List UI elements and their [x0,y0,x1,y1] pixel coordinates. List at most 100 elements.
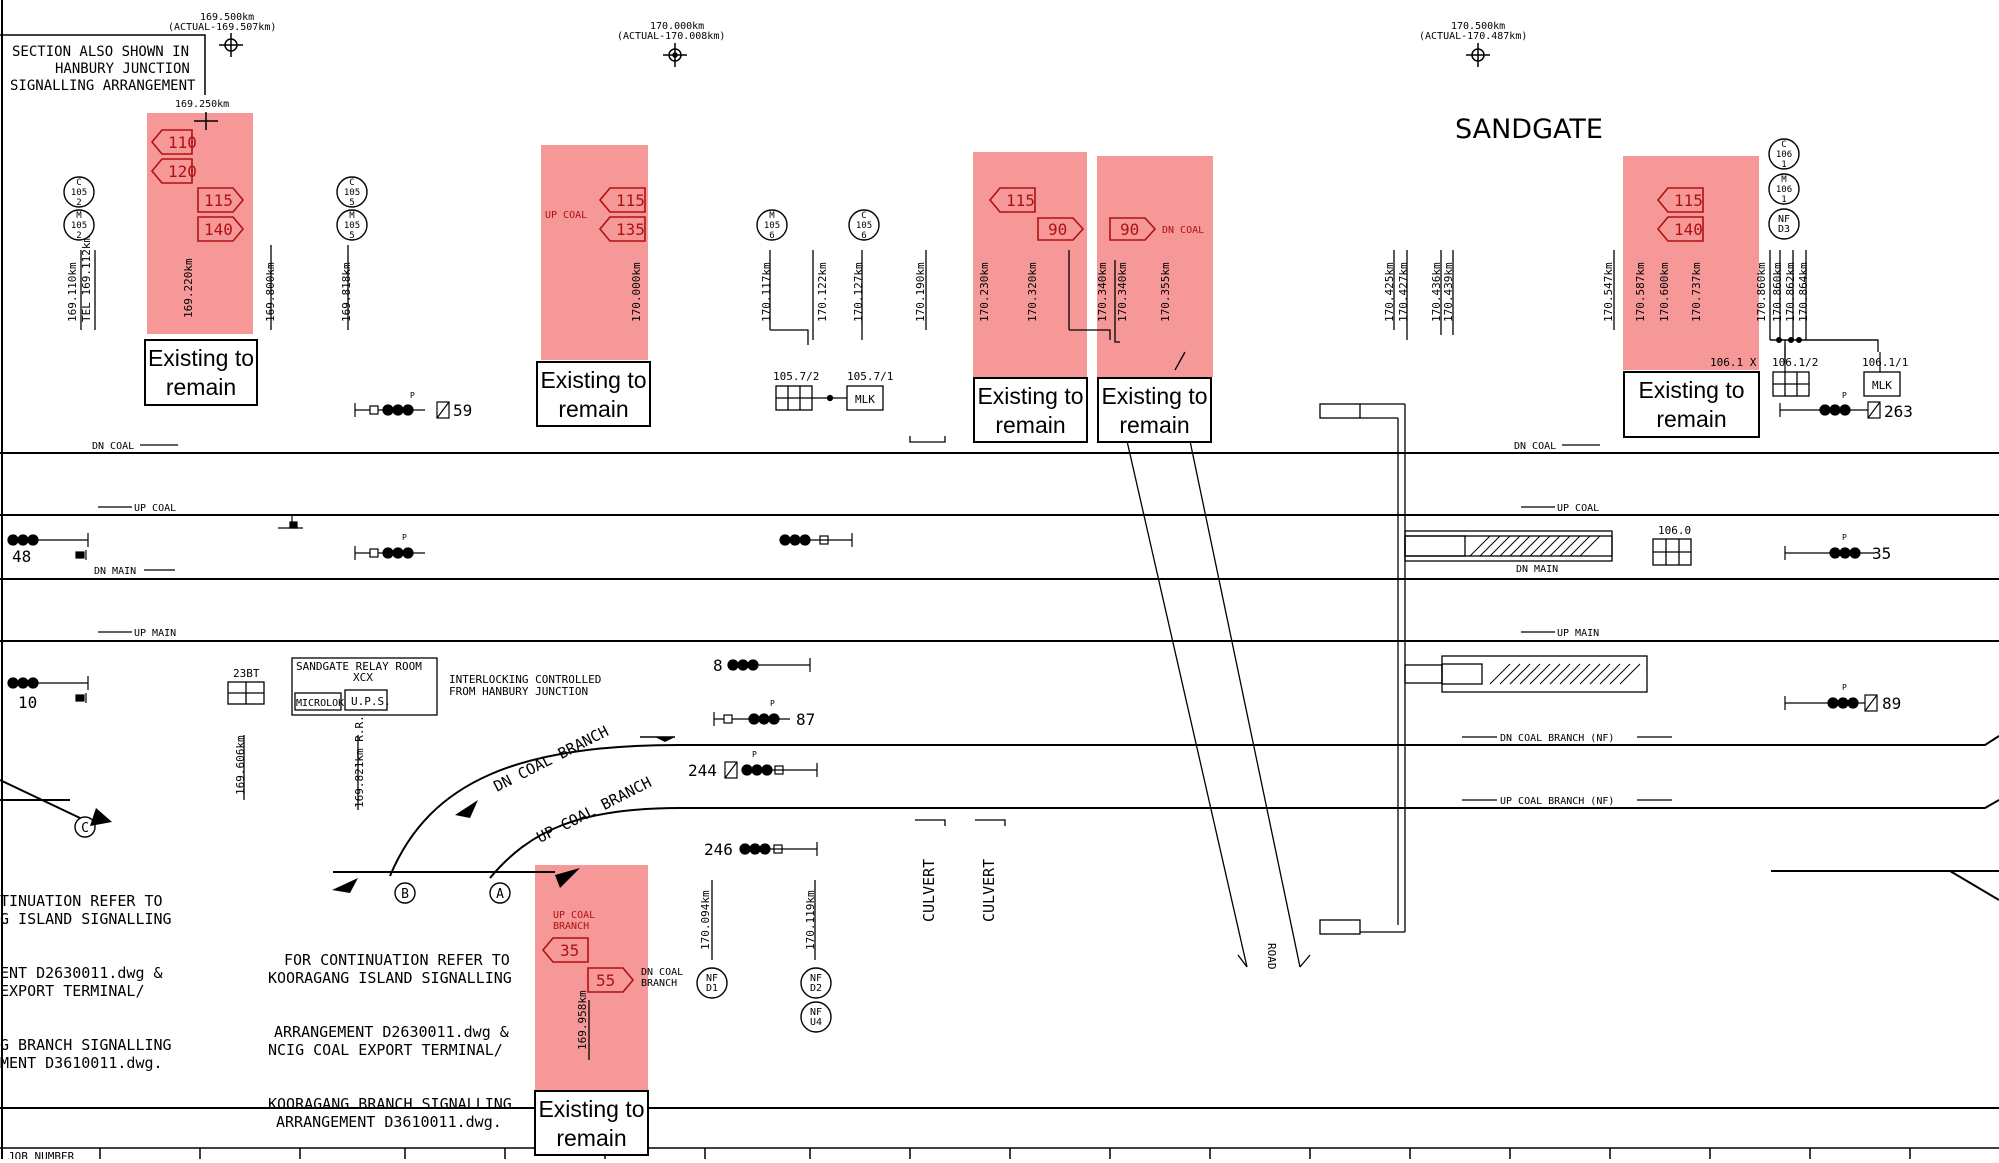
speed-115-c: 115 [1006,191,1035,210]
label-up-coal-branch-nf: UP COAL BRANCH (NF) [1500,796,1614,807]
km-post-label: 170.000km [630,262,643,322]
km-post-label: 170.230km [978,262,991,322]
speed-115-d: 115 [1674,191,1703,210]
km-post-label: 170.340km [1096,262,1109,322]
section-note-line-3: SIGNALLING ARRANGEMENT [10,78,196,94]
signal-246 [739,842,818,856]
svg-text:P: P [1842,533,1847,542]
svg-text:C: C [76,178,81,188]
junction-marker-b: B [394,882,416,904]
interlocking-note-2: FROM HANBURY JUNCTION [449,685,588,698]
svg-text:P: P [410,391,415,400]
up-coal-branch-board-2: BRANCH [553,921,589,932]
relay-room-title: SANDGATE RELAY ROOM [296,660,422,673]
svg-text:6: 6 [769,231,774,241]
dn-coal-branch-board-2: BRANCH [641,978,677,989]
branch-arrowheads [90,732,675,893]
up-coal-branch-board-1: UP COAL [553,910,595,921]
label-up-main-1: UP MAIN [134,628,176,639]
km-mark-3: 170.500km [1451,21,1505,32]
speed-120: 120 [168,162,197,181]
loc-106-1-2: 106.1/2 [1772,356,1818,369]
svg-text:106: 106 [1776,150,1792,160]
signal-263 [1779,401,1881,419]
x-106-1: 106.1 X [1710,356,1757,369]
signal-label-244: 244 [688,761,717,780]
km-post-label: 169.958km [576,990,589,1050]
signal-label-48: 48 [12,547,31,566]
svg-text:M: M [349,211,355,221]
signal-p-marks: P P P P P P P [402,391,1847,759]
svg-text:5: 5 [349,231,354,241]
km-post-label: 170.427km [1397,262,1410,322]
km-169-250: 169.250km [175,99,229,110]
svg-text:C: C [861,211,866,221]
km-post-label: 170.600km [1658,262,1671,322]
road-label: ROAD [1265,943,1278,970]
svg-text:NF: NF [810,973,822,984]
svg-text:NF: NF [1778,214,1790,225]
signal-10 [7,676,89,703]
svg-text:2: 2 [76,231,81,241]
speed-140-a: 140 [204,220,233,239]
km-mark-1-actual: (ACTUAL-169.507km) [168,22,276,33]
km-post-label: 169.818km [340,262,353,322]
svg-text:M: M [1781,175,1787,185]
svg-text:P: P [770,699,775,708]
svg-text:U4: U4 [810,1017,822,1028]
signal-label-8: 8 [713,656,723,675]
km-post-label: 170.439km [1442,262,1455,322]
km-post-label: 170.860km [1771,262,1784,322]
speed-35: 35 [560,941,579,960]
signal-8 [727,658,811,672]
km-post-label: 170.127km [852,262,865,322]
km-post-label: 170.355km [1159,262,1172,322]
speed-140-b: 140 [1674,220,1703,239]
speed-110: 110 [168,133,197,152]
signal-heads [7,401,1881,856]
label-up-coal-2: UP COAL [1557,503,1599,514]
speed-55: 55 [596,971,615,990]
relay-room-code: XCX [353,671,373,684]
signal-label-35: 35 [1872,544,1891,563]
loc-105-7-2: 105.7/2 [773,370,819,383]
highlight-region-6 [535,865,648,1094]
culvert-1: CULVERT [920,859,938,922]
km-post-label: 170.587km [1634,262,1647,322]
highlight-region-3 [973,152,1087,377]
signal-mid-up-coal [354,546,425,560]
label-dn-coal-1: DN COAL [92,441,134,452]
speed-board-outlines [150,129,1704,993]
dn-coal-branch-board-1: DN COAL [641,967,683,978]
up-coal-branch-track [489,799,1999,879]
km-post-label: 170.436km [1430,262,1443,322]
km-post-label: 170.425km [1383,262,1396,322]
loc-106-1-1: 106.1/1 [1862,356,1908,369]
svg-text:B: B [401,887,409,902]
platform-structures [909,403,1648,968]
ground-marker [278,514,303,529]
highlight-region-1 [147,113,253,334]
mlk-label-2: MLK [1872,379,1892,392]
km-mark-1: 169.500km [200,12,254,23]
label-up-coal-1: UP COAL [134,503,176,514]
km-post-label: 170.860km [1755,262,1768,322]
svg-text:105: 105 [764,221,780,231]
svg-text:C: C [349,178,354,188]
svg-text:1: 1 [1781,160,1786,170]
km-post-label: 170.320km [1026,262,1039,322]
mlk-label-1: MLK [855,393,875,406]
speed-90-a: 90 [1048,220,1067,239]
km-post-label: TEL 169.112km [80,236,93,322]
